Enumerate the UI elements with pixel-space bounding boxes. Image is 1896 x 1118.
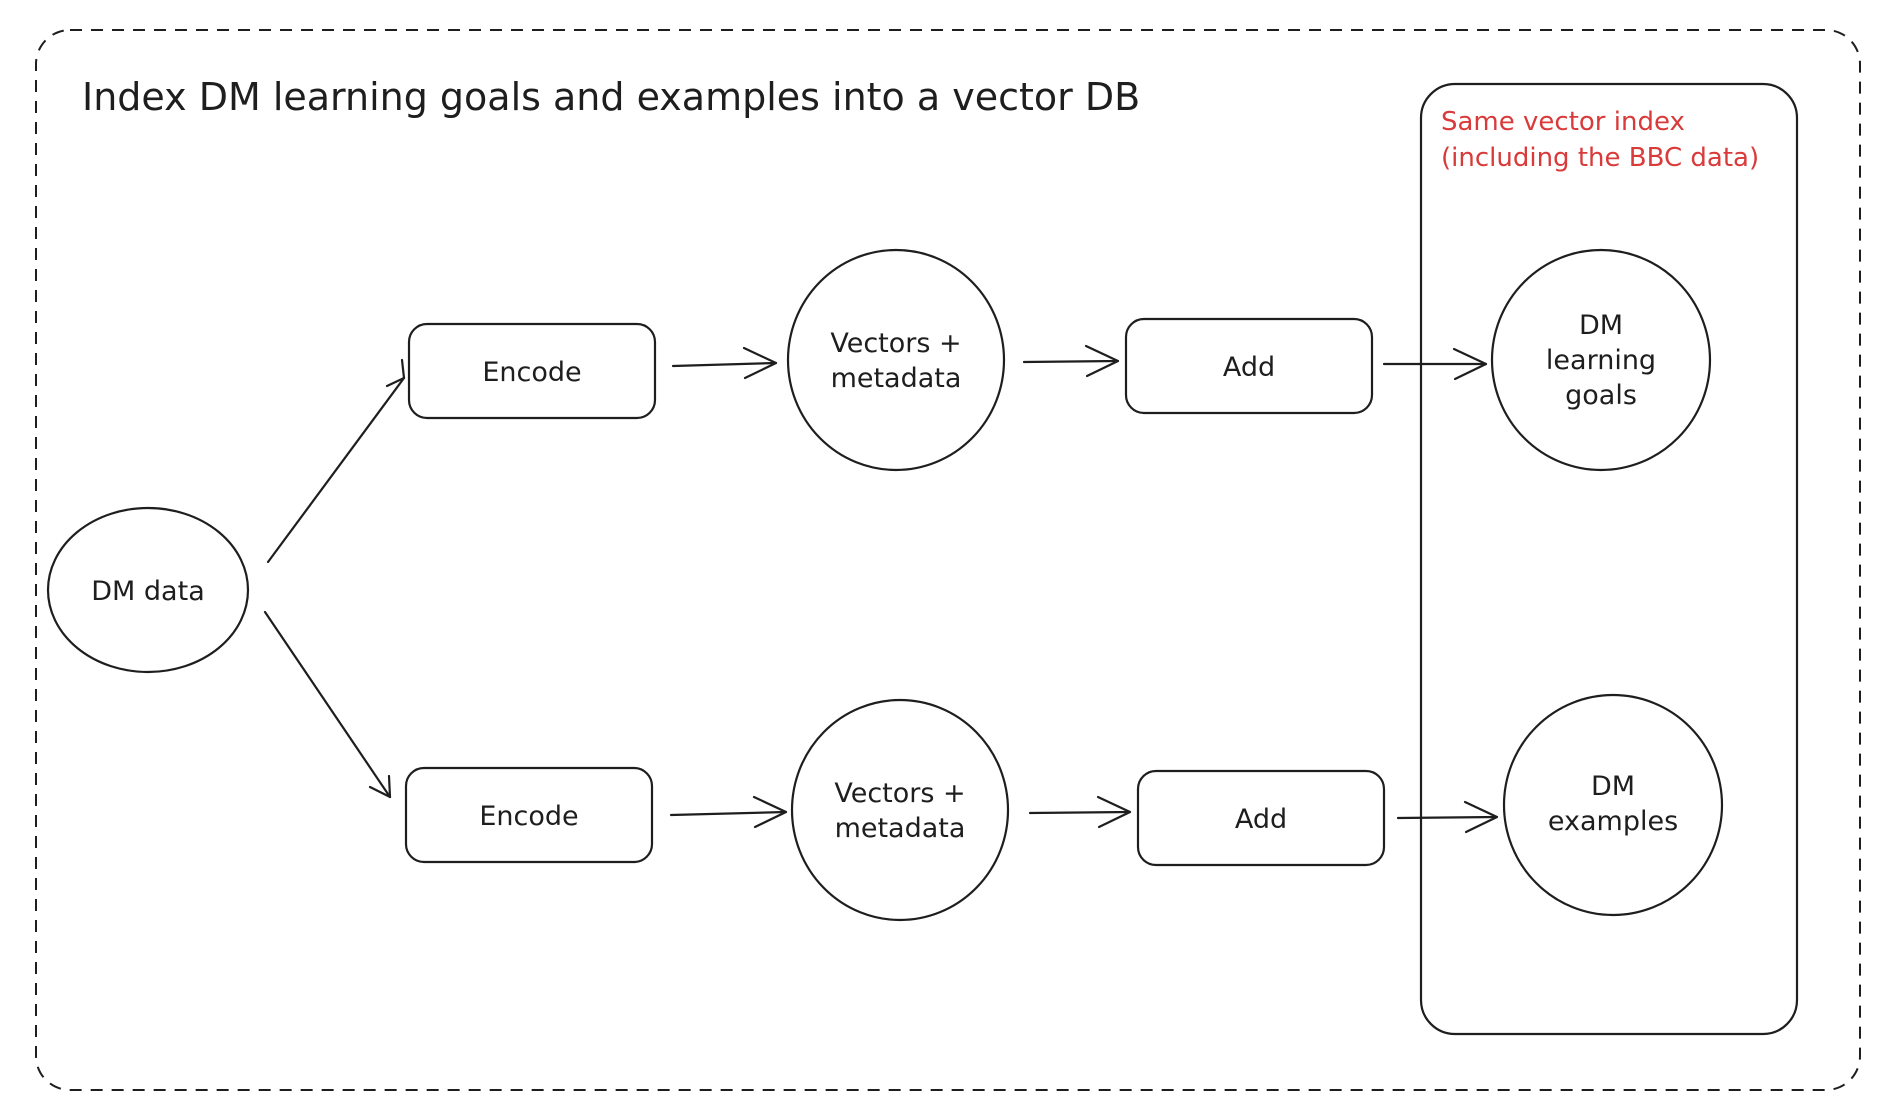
bottom-encode-label: Encode — [479, 801, 578, 832]
dm-learning-goals-label-line3: goals — [1565, 380, 1637, 411]
arrow-dm-data-to-bottom-encode — [263, 610, 392, 799]
dm-examples-label-line1: DM — [1591, 771, 1635, 802]
vector-index-note-line1: Same vector index — [1441, 107, 1685, 137]
arrow-top-vectors-to-add — [1022, 344, 1120, 378]
dm-examples-node: DM examples — [1502, 693, 1724, 917]
bottom-add-label: Add — [1235, 804, 1287, 835]
dm-learning-goals-label-line2: learning — [1546, 345, 1656, 376]
top-encode-node: Encode — [407, 322, 657, 420]
bottom-vectors-node: Vectors + metadata — [790, 698, 1010, 922]
vector-index-container — [1419, 82, 1799, 1036]
top-add-node: Add — [1124, 317, 1374, 415]
outer-frame — [35, 29, 1861, 1091]
top-vectors-label-line1: Vectors + — [830, 328, 961, 359]
dm-examples-label-line2: examples — [1548, 806, 1678, 837]
bottom-encode-node: Encode — [404, 766, 654, 864]
arrow-bottom-add-to-examples — [1396, 800, 1499, 834]
top-vectors-label-line2: metadata — [831, 363, 962, 394]
arrow-top-add-to-learning-goals — [1382, 347, 1488, 381]
dm-learning-goals-node: DM learning goals — [1490, 248, 1712, 472]
dm-data-label: DM data — [91, 576, 204, 607]
dm-learning-goals-label-line1: DM — [1579, 310, 1623, 341]
top-encode-label: Encode — [482, 357, 581, 388]
vector-index-note-line2: (including the BBC data) — [1441, 143, 1759, 173]
bottom-add-node: Add — [1136, 769, 1386, 867]
bottom-vectors-label-line1: Vectors + — [834, 778, 965, 809]
arrow-top-encode-to-vectors — [671, 346, 778, 380]
bottom-vectors-label-line2: metadata — [835, 813, 966, 844]
arrow-dm-data-to-top-encode — [266, 358, 406, 564]
top-add-label: Add — [1223, 352, 1275, 383]
dm-data-node: DM data — [46, 506, 250, 674]
arrow-bottom-vectors-to-add — [1028, 795, 1132, 829]
diagram-title: Index DM learning goals and examples int… — [82, 75, 1140, 119]
top-vectors-node: Vectors + metadata — [786, 248, 1006, 472]
arrow-bottom-encode-to-vectors — [669, 795, 788, 829]
